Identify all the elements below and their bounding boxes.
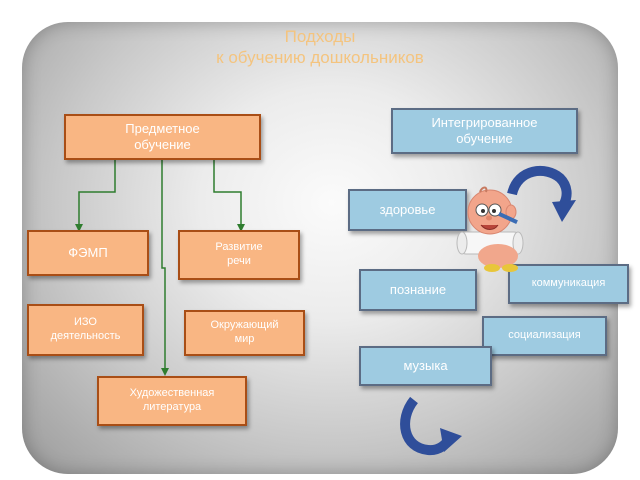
world-line-2: мир: [234, 333, 255, 345]
connector-literature: [161, 160, 169, 376]
literature-box: Художественная литература: [97, 376, 247, 426]
art-line-2: деятельность: [50, 330, 121, 342]
subject-learning-line-1: Предметное: [125, 120, 200, 136]
art-line-1: ИЗО: [74, 316, 97, 329]
speech-box: Развитие речи: [178, 230, 300, 280]
communication-box: коммуникация: [508, 264, 629, 304]
title-line-2: к обучению дошкольников: [216, 48, 424, 67]
integrated-learning-line-2: обучение: [456, 131, 513, 146]
communication-label: коммуникация: [531, 277, 606, 290]
title-line-1: Подходы: [284, 27, 356, 46]
subject-learning-box: Предметное обучение: [64, 114, 261, 160]
connector-speech: [213, 160, 245, 232]
literature-line-1: Художественная: [129, 387, 215, 400]
knowledge-box: познание: [359, 269, 477, 311]
femp-box: ФЭМП: [27, 230, 149, 276]
curved-arrow-icon: [507, 166, 576, 222]
socialization-label: социализация: [508, 329, 581, 342]
health-box: здоровье: [348, 189, 467, 231]
speech-line-1: Развитие: [215, 241, 263, 254]
cartoon-boy-icon: [456, 186, 524, 272]
integrated-learning-line-1: Интегрированное: [431, 114, 538, 130]
femp-label: ФЭМП: [68, 244, 108, 260]
music-label: музыка: [403, 357, 448, 373]
curved-arrow-icon: [400, 396, 462, 456]
art-box: ИЗО деятельность: [27, 304, 144, 356]
integrated-learning-box: Интегрированное обучение: [391, 108, 578, 154]
world-box: Окружающий мир: [184, 310, 305, 356]
music-box: музыка: [359, 346, 492, 386]
health-label: здоровье: [379, 201, 436, 217]
world-line-1: Окружающий: [210, 319, 279, 332]
socialization-box: социализация: [482, 316, 607, 356]
subject-learning-line-2: обучение: [134, 137, 191, 152]
connector-femp: [75, 160, 116, 232]
page-title: Подходы к обучению дошкольников: [0, 26, 640, 68]
knowledge-label: познание: [389, 281, 447, 297]
literature-line-2: литература: [142, 401, 202, 413]
speech-line-2: речи: [227, 255, 251, 267]
